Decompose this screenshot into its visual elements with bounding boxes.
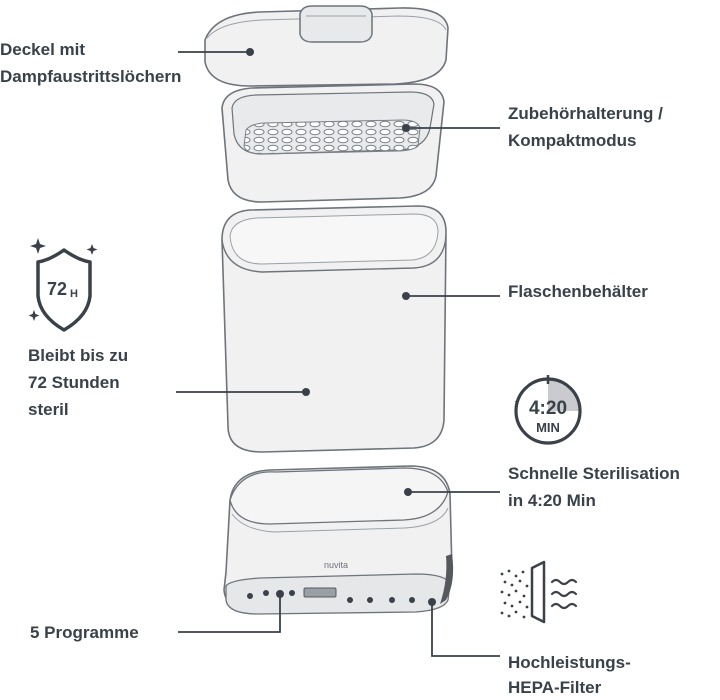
hepa-filter-icon (500, 560, 578, 624)
shield-hours: 72 (47, 279, 67, 299)
holder-label: Zubehörhalterung / Kompaktmodus (508, 104, 663, 150)
bottle-container (221, 205, 447, 453)
timer-star: * (515, 399, 519, 410)
programs-label: 5 Programme (30, 623, 139, 642)
leader-dots (246, 48, 436, 606)
fast-sterilization-label: Schnelle Sterilisation in 4:20 Min (508, 464, 680, 510)
timer-unit: MIN (536, 420, 560, 435)
sparkle-icon (28, 238, 98, 321)
bottle-container-label: Flaschenbehälter (508, 282, 648, 301)
leader-lines (176, 51, 500, 657)
lid-label: Deckel mit Dampfaustrittslöchern (0, 40, 182, 86)
shield-unit: H (70, 288, 78, 300)
accessory-holder (221, 83, 445, 203)
timer-icon: * 4:20 MIN (514, 375, 582, 445)
hepa-filter-label: Hochleistungs- HEPA-Filter (508, 653, 631, 697)
lid (204, 5, 449, 87)
sterile-label: Bleibt bis zu 72 Stunden steril (28, 346, 129, 419)
shield-icon: 72 H (36, 248, 92, 332)
brand-logo: nuvita (324, 560, 348, 570)
base-unit: nuvita (223, 465, 454, 615)
timer-time: 4:20 (529, 398, 567, 419)
